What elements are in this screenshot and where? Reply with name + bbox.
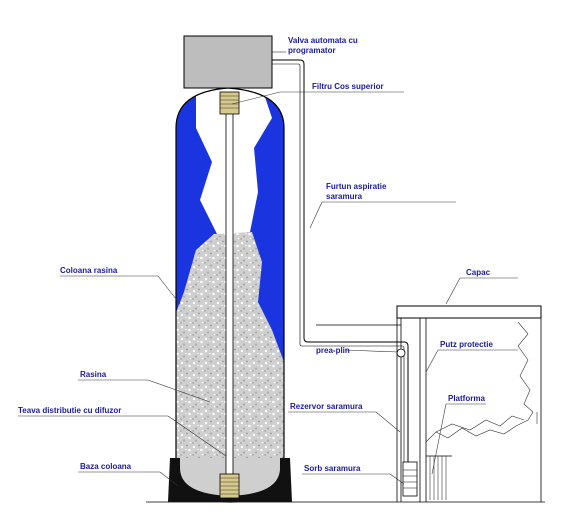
- salt-detail: [435, 415, 525, 433]
- label-brine-suction: Sorb saramura: [304, 464, 361, 473]
- brine-tank-lid: [396, 305, 542, 319]
- label-resin-column: Coloana rasina: [60, 266, 118, 275]
- label-distribution-tube: Teava distributie cu difuzor: [18, 406, 121, 415]
- salt-surface: [425, 321, 534, 443]
- label-hose-line2: saramura: [326, 192, 363, 201]
- label-valve-line2: programator: [288, 46, 336, 55]
- label-platform: Platforma: [448, 394, 485, 403]
- label-resin: Rasina: [80, 370, 107, 379]
- control-valve: [183, 35, 273, 89]
- label-column-base: Baza coloana: [80, 462, 132, 471]
- brine-hose-inner: [272, 63, 405, 490]
- label-brine-tank: Rezervor saramura: [290, 402, 363, 411]
- leader-lines: [18, 51, 518, 487]
- label-protection-tube: Putz protectie: [440, 340, 493, 349]
- label-top-filter: Filtru Cos superior: [312, 82, 384, 91]
- brine-hose: [272, 59, 409, 490]
- brine-tank: [316, 305, 542, 502]
- platform: [426, 455, 452, 500]
- label-lid: Capac: [466, 268, 491, 277]
- label-valve-line1: Valva automata cu: [288, 36, 358, 45]
- resin-tank: [168, 87, 292, 503]
- bottom-diffuser: [219, 473, 240, 499]
- tank-white-air-region: [196, 88, 272, 236]
- label-overflow: prea-plin: [316, 346, 350, 355]
- overflow-fitting: [396, 348, 406, 358]
- top-filter-screen: [219, 91, 240, 115]
- brine-suction: [402, 461, 418, 497]
- label-hose-line1: Furtun aspiratie: [326, 182, 387, 191]
- distribution-tube: [225, 109, 234, 483]
